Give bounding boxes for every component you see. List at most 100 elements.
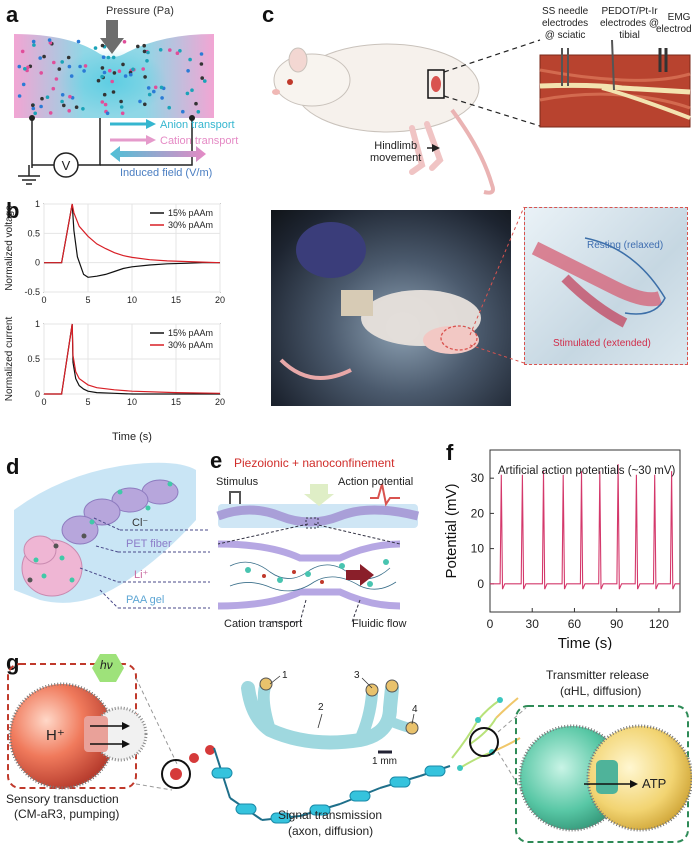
- panel-a-illustration: V Pressure (Pa) Anion transport Cation t…: [14, 5, 238, 185]
- paa-gel-label: PAA gel: [126, 594, 165, 606]
- piezoionic-illustration: [216, 483, 420, 623]
- signal-transmission-sub: (axon, diffusion): [288, 824, 374, 838]
- sensory-transduction-label: Sensory transduction: [6, 792, 119, 806]
- action-potential-label: Action potential: [338, 476, 414, 488]
- axon-segment: [270, 812, 292, 824]
- x-tick-label: 120: [649, 617, 669, 631]
- hindlimb-label: Hindlimb movement: [370, 140, 422, 164]
- hv-label: hν: [100, 658, 113, 672]
- photon-icon: [92, 654, 124, 682]
- x-axis-label: Time (s): [558, 635, 612, 650]
- y-tick-label: 20: [471, 506, 485, 520]
- atp-label: ATP: [642, 776, 667, 791]
- x-tick-label: 10: [127, 397, 137, 407]
- x-tick-label: 20: [215, 295, 225, 305]
- y-tick-label: 0: [477, 577, 484, 591]
- electrode-label-tibial: PEDOT/Pt-Ir electrodes @ tibial: [600, 6, 660, 41]
- axon-segment: [309, 804, 331, 816]
- neuron-label-3: 3: [354, 670, 360, 681]
- h-plus-label: H⁺: [46, 727, 65, 744]
- panel-c-illustration: SS needle electrodes @ sciatic PEDOT/Pt-…: [262, 0, 692, 200]
- resting-label: Resting (relaxed): [587, 240, 664, 251]
- y-tick-label: 10: [471, 542, 485, 556]
- series-line: [44, 203, 221, 264]
- fluidic-flow-label: Fluidic flow: [352, 618, 407, 630]
- induced-field-label: Induced field (V/m): [120, 167, 212, 179]
- legend-label: 15% pAAm: [168, 208, 213, 218]
- y-tick-label: 1: [35, 319, 40, 329]
- axon-segment: [211, 767, 233, 779]
- gloved-hand: [296, 222, 366, 278]
- panel-label-f: f: [446, 440, 454, 465]
- stimulus-icon: [229, 491, 241, 504]
- electrode-label-emg: EMG electrodes: [656, 12, 692, 35]
- cation-transport-label: Cation transport: [160, 135, 238, 147]
- axon-segment: [349, 790, 371, 802]
- x-tick-label: 60: [568, 617, 582, 631]
- panel-label-d: d: [6, 454, 20, 479]
- x-tick-label: 0: [487, 617, 494, 631]
- series-line: [44, 323, 221, 395]
- stimulus-label: Stimulus: [216, 476, 259, 488]
- panel-label-c: c: [262, 2, 275, 27]
- x-tick-label: 0: [41, 295, 46, 305]
- induced-field-arrow: [110, 146, 206, 162]
- cl-label: Cl⁻: [132, 517, 149, 529]
- photo-zoom-lines: [469, 206, 525, 364]
- transmitter-release-sub: (αHL, diffusion): [560, 684, 642, 698]
- neuron-label-1: 1: [282, 670, 288, 681]
- x-tick-label: 10: [127, 295, 137, 305]
- neuron-illustration: [7, 654, 692, 843]
- legend-label: 30% pAAm: [168, 220, 213, 230]
- legend-label: 15% pAAm: [168, 328, 213, 338]
- y-tick-label: 0.5: [27, 354, 40, 364]
- x-tick-label: 5: [85, 397, 90, 407]
- voltmeter-label: V: [62, 158, 71, 173]
- axon-segment: [389, 776, 411, 788]
- y-axis-label: Potential (mV): [443, 483, 460, 578]
- y-tick-label: 0: [35, 389, 40, 399]
- chart-f-title: Artificial action potentials (~30 mV): [498, 465, 676, 477]
- neuron-label-2: 2: [318, 702, 324, 713]
- li-label: Li⁺: [134, 569, 149, 581]
- hindlimb-zoom-photo: Resting (relaxed) Stimulated (extended): [524, 207, 688, 365]
- x-tick-label: 15: [171, 397, 181, 407]
- electrode-label-sciatic: SS needle electrodes @ sciatic: [542, 6, 589, 41]
- pet-fiber-label: PET fiber: [126, 538, 172, 550]
- fiber-gel-illustration: [14, 462, 210, 609]
- x-tick-label: 30: [526, 617, 540, 631]
- press-arrow: [304, 484, 334, 506]
- x-tick-label: 20: [215, 397, 225, 407]
- series-line: [44, 203, 220, 278]
- legend-label: 30% pAAm: [168, 340, 213, 350]
- neuron-tree: [241, 681, 399, 750]
- x-tick-label: 90: [610, 617, 624, 631]
- pressure-label: Pressure (Pa): [106, 5, 174, 17]
- neuron-label-4: 4: [412, 704, 418, 715]
- yellow-cell: [586, 724, 692, 832]
- anion-transport-label: Anion transport: [160, 119, 235, 131]
- rat-illustration: [272, 39, 691, 195]
- panel-label-a: a: [6, 2, 19, 27]
- flow-arrow: [346, 564, 374, 586]
- axon-segment: [424, 765, 446, 777]
- panel-a: V Pressure (Pa) Anion transport Cation t…: [0, 0, 260, 195]
- scale-bar-label: 1 mm: [372, 756, 397, 767]
- panel-label-b: b: [6, 198, 20, 223]
- x-tick-label: 15: [171, 295, 181, 305]
- x-tick-label: 5: [85, 295, 90, 305]
- piezoionic-title: Piezoionic + nanoconfinement: [234, 456, 395, 470]
- voltmeter-icon: [53, 152, 79, 178]
- y-tick-label: 0: [35, 258, 40, 268]
- ylabel-current: Normalized current: [4, 317, 15, 402]
- panel-d: Cl⁻ PET fiber Li⁺ PAA gel: [0, 450, 210, 625]
- pressure-arrow: [106, 20, 118, 40]
- ylabel-voltage: Normalized voltage: [4, 205, 15, 291]
- x-tick-label: 0: [41, 397, 46, 407]
- x-axis-label: Time (s): [112, 431, 152, 443]
- y-tick-label: -0.5: [24, 287, 40, 297]
- sensory-transduction-sub: (CM-aR3, pumping): [14, 807, 120, 821]
